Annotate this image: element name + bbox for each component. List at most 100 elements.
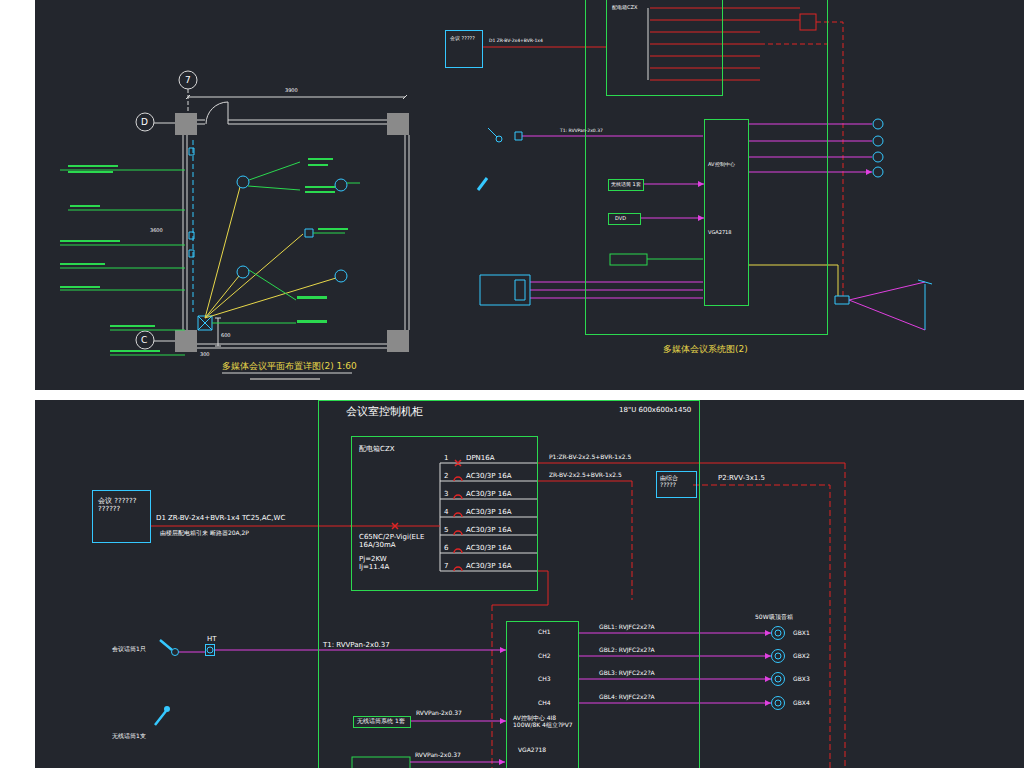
connector — [579, 656, 771, 657]
note-label: 多媒体会议平面布置详图(2) 1:60 — [222, 361, 357, 371]
node-text: DVD — [615, 216, 626, 222]
node-text: CH1 — [538, 629, 551, 636]
note-label: 600 — [221, 333, 231, 339]
node-text: C65NC/2P-Vigi(ELE 16A/30mA — [359, 533, 439, 549]
node-text: 18"U 600x600x1450 — [619, 406, 695, 414]
microphone-symbol — [172, 649, 179, 656]
wire-label: GBL1: RVJFC2x2?A — [598, 624, 656, 631]
device-box: 无线话筒 1套 — [608, 179, 644, 191]
note-label: 1 — [444, 454, 448, 462]
column — [175, 113, 409, 352]
node-text: AV控制中心 — [708, 162, 735, 168]
ceiling-speaker — [335, 179, 347, 191]
speaker-symbol — [873, 136, 883, 146]
ceiling-speaker — [237, 266, 249, 278]
node-text: 会议室控制机柜 — [346, 406, 423, 419]
node-text: VGA2718 — [708, 230, 731, 236]
node-text: GBX4 — [793, 700, 810, 707]
note-mark — [60, 158, 348, 352]
note-label: 7 — [185, 75, 191, 85]
device-box: CH1CH2CH3CH4AV控制中心 4I8 100W/8K 4组立?PV7VG… — [506, 621, 579, 768]
device-box: AV控制中心 VGA2718 — [704, 119, 749, 306]
signal-cable — [179, 652, 205, 653]
node-text: 会议 ?????? ?????? — [98, 497, 148, 513]
node-text: GBX2 — [793, 653, 810, 660]
drawing-panel — [35, 400, 1024, 768]
node-text: CH3 — [538, 676, 551, 683]
wire-label: GBL3: RVJFC2x2?A — [598, 670, 656, 677]
node-text: CH2 — [538, 653, 551, 660]
signal-cable — [530, 282, 925, 330]
note-label: 300 — [200, 352, 210, 358]
speaker-symbol — [873, 119, 883, 129]
device-box: 会议 ?????? ?????? — [92, 490, 151, 543]
connector — [215, 650, 506, 651]
node-text: GBX1 — [793, 630, 810, 637]
note-label: C — [141, 335, 147, 345]
note-label: AC30/3P 16A — [466, 544, 511, 552]
device-box: 无线话筒系统 1套 — [353, 716, 411, 728]
note-label: D — [141, 117, 148, 127]
ceiling-speaker — [237, 176, 249, 188]
note-label: DPN16A — [466, 454, 495, 462]
speaker-symbol — [873, 152, 883, 162]
node-text: 多媒体会议系统图(2) — [663, 344, 748, 354]
caption-underline — [222, 373, 352, 374]
note-label: AC30/3P 16A — [466, 526, 511, 534]
speaker-cone — [775, 676, 781, 682]
device-box: 会议室控制机柜18"U 600x600x1450配电箱CZXC65NC/2P-V… — [318, 400, 700, 768]
socket-symbol — [207, 647, 213, 653]
node-text: 会议 ????? — [450, 36, 480, 42]
microphone-symbol — [155, 640, 172, 725]
connector — [644, 184, 704, 185]
node-text: GBX3 — [793, 676, 810, 683]
drawing-panel — [35, 0, 1024, 390]
bus-bar — [648, 8, 649, 80]
speaker-symbol — [873, 167, 883, 177]
cable-tray — [193, 140, 194, 312]
note-label: 50W吸顶音箱 — [755, 614, 793, 621]
note-label: 无线话筒1支 — [112, 733, 146, 740]
device-box: DVD — [608, 213, 641, 225]
wire-label: D1 ZR-BV-2x4+BVR-1x4 TC25,AC,WC — [155, 514, 286, 522]
device-box — [352, 757, 410, 768]
note-label: 会议话筒1只 — [112, 646, 146, 653]
note-label: 4 — [444, 508, 448, 516]
wire-label: GBL2: RVJFC2x2?A — [598, 647, 656, 654]
note-label: AC30/3P 16A — [466, 562, 511, 570]
node-text: CH4 — [538, 700, 551, 707]
node-text: 由综合 ????? — [660, 475, 694, 489]
wire-label: RVVPan-2x0.37 — [415, 710, 463, 717]
note-label: ZR-BV-2x2.5+BVR-1x2.5 — [549, 472, 622, 479]
axis-line — [188, 89, 189, 112]
connector — [411, 721, 506, 722]
note-label: 6 — [444, 544, 448, 552]
power-circuit — [492, 463, 845, 768]
device-box: HT — [205, 644, 215, 656]
note-label: AC30/3P 16A — [466, 472, 511, 480]
speaker-node: GBX2 — [771, 649, 785, 663]
note-label: AC30/3P 16A — [466, 490, 511, 498]
connector — [579, 679, 771, 680]
connector — [151, 526, 351, 527]
node-text: VGA2718 — [518, 747, 546, 754]
node-text: 无线话筒系统 1套 — [357, 718, 405, 725]
connector — [579, 633, 771, 634]
note-label: 7 — [444, 562, 448, 570]
note-label: AC30/3P 16A — [466, 508, 511, 516]
ceiling-speaker — [335, 270, 347, 282]
node-text: HT — [207, 635, 217, 643]
device-box: 配电箱CZX — [606, 0, 723, 96]
signal-cable — [410, 762, 505, 763]
device-symbol — [480, 128, 932, 330]
junction-box — [189, 148, 212, 330]
note-label: 由楼层配电箱引来 断路器20A,2P — [160, 530, 249, 537]
speaker-node: GBX4 — [771, 696, 785, 710]
connector — [483, 47, 606, 48]
device-box: 由综合 ????? — [656, 471, 697, 498]
note-label: 2 — [444, 472, 448, 480]
node-text: 配电箱CZX — [612, 5, 637, 11]
